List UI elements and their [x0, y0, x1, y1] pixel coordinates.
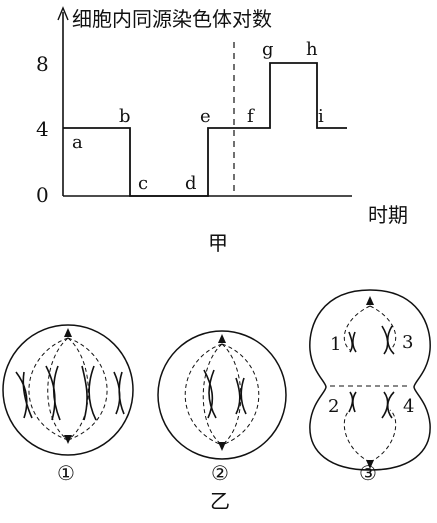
point-label-g: g [262, 39, 274, 60]
cell-2-spindle-top [218, 334, 226, 343]
cell-1: ① [2, 324, 134, 485]
y-tick-8: 8 [36, 52, 49, 76]
point-label-a: a [72, 132, 83, 153]
y-tick-4: 4 [36, 117, 49, 141]
figure-yi: ① ② [2, 289, 431, 513]
cell-1-chromosomes [15, 365, 125, 421]
cell-1-membrane [2, 324, 134, 456]
y-tick-0: 0 [36, 183, 49, 207]
cell-2-spindle-bottom [218, 442, 226, 451]
point-label-d: d [185, 173, 197, 194]
cell-3-chromosome-1: 1 [330, 334, 341, 355]
cell-2-label: ② [211, 461, 229, 485]
point-label-i: i [318, 106, 324, 127]
cell-3-chromosome-2: 2 [328, 396, 339, 417]
cell-2: ② [157, 330, 287, 485]
cell-3: 1 3 2 4 ③ [309, 289, 431, 485]
point-label-e: e [200, 106, 211, 127]
graph-jia: 细胞内同源染色体对数 时期 8 4 0 a b c d e f g h i 甲 [36, 6, 408, 255]
cell-1-spindle-top [64, 328, 72, 337]
cell-3-label: ③ [359, 461, 377, 485]
cell-3-spindle-bottom [366, 460, 374, 469]
caption-jia: 甲 [208, 231, 228, 255]
cell-3-chromosomes [348, 325, 395, 419]
cell-2-spindle-fibers [184, 343, 260, 446]
cell-2-membrane [157, 330, 287, 460]
step-line [63, 62, 347, 197]
cell-3-chromosome-3: 3 [402, 332, 413, 353]
x-axis-title: 时期 [368, 203, 408, 227]
cell-3-chromosome-4: 4 [403, 396, 414, 417]
point-label-c: c [138, 173, 148, 194]
point-label-f: f [247, 106, 255, 127]
point-label-b: b [119, 106, 131, 127]
cell-3-spindle-top [366, 296, 374, 305]
y-axis-arrow [57, 6, 69, 21]
y-axis-title: 细胞内同源染色体对数 [72, 7, 272, 31]
cell-1-spindle-fibers [28, 337, 108, 441]
caption-yi: 乙 [210, 489, 230, 513]
cell-2-chromosomes [203, 369, 247, 419]
cell-3-spindle-fibers [330, 305, 410, 463]
cell-3-membrane [309, 289, 431, 471]
point-label-h: h [306, 39, 318, 60]
cell-1-label: ① [57, 461, 75, 485]
